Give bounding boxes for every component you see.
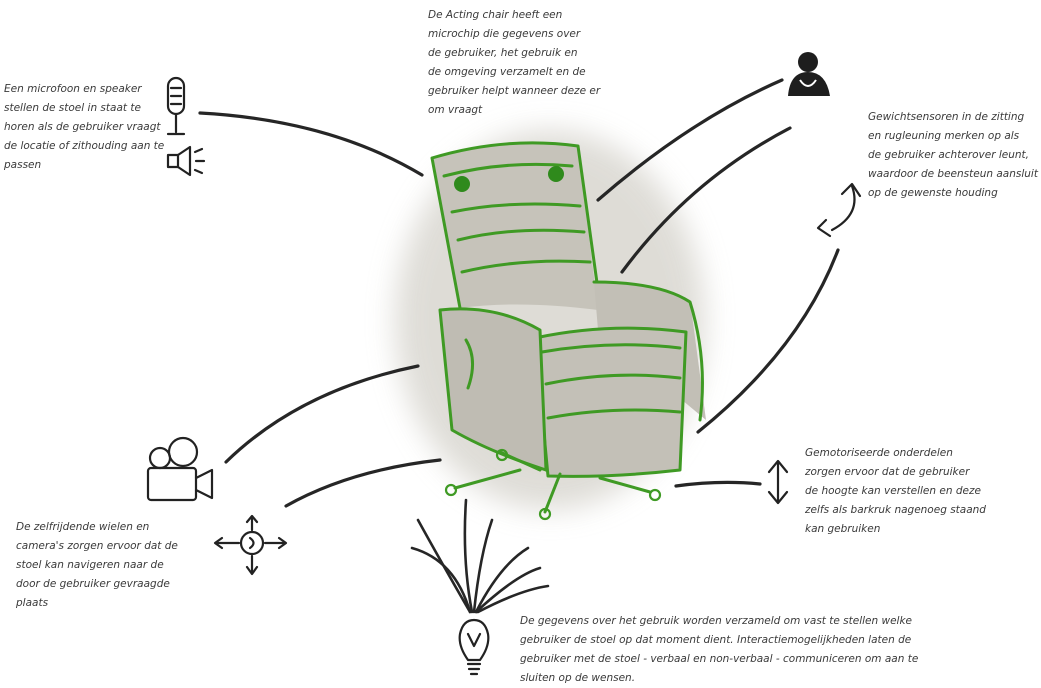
connector-wheels: [284, 458, 442, 508]
rotate-arrows-icon: [816, 182, 862, 238]
connector-microphone: [198, 111, 424, 177]
speaker-icon: [166, 145, 206, 177]
motor-note: Gemotoriseerde onderdelen zorgen ervoor …: [805, 447, 986, 535]
connector-weight: [620, 126, 792, 274]
lightbulb-icon: [458, 618, 490, 676]
microphone-note: Een microfoon en speaker stellen de stoe…: [4, 83, 165, 171]
connector-legrest: [696, 248, 840, 434]
connector-lines: [198, 78, 840, 614]
navigation-wheel-icon: [213, 514, 288, 576]
height-arrow-icon: [767, 459, 789, 505]
connector-data: [410, 498, 550, 614]
camera-icon: [146, 436, 214, 502]
connector-motor: [674, 480, 762, 488]
microchip-note: De Acting chair heeft een microchip die …: [428, 9, 601, 116]
connector-camera: [224, 364, 420, 464]
wheels-camera-note: De zelfrijdende wielen en camera's zorge…: [16, 521, 178, 609]
microphone-icon: [166, 76, 186, 136]
chair-illustration: [395, 130, 706, 521]
data-usage-note: De gegevens over het gebruik worden verz…: [520, 615, 919, 684]
user-icon: [788, 52, 830, 96]
connector-user: [596, 78, 784, 202]
weight-sensor-note: Gewichtsensoren in de zitting en rugleun…: [868, 111, 1038, 199]
